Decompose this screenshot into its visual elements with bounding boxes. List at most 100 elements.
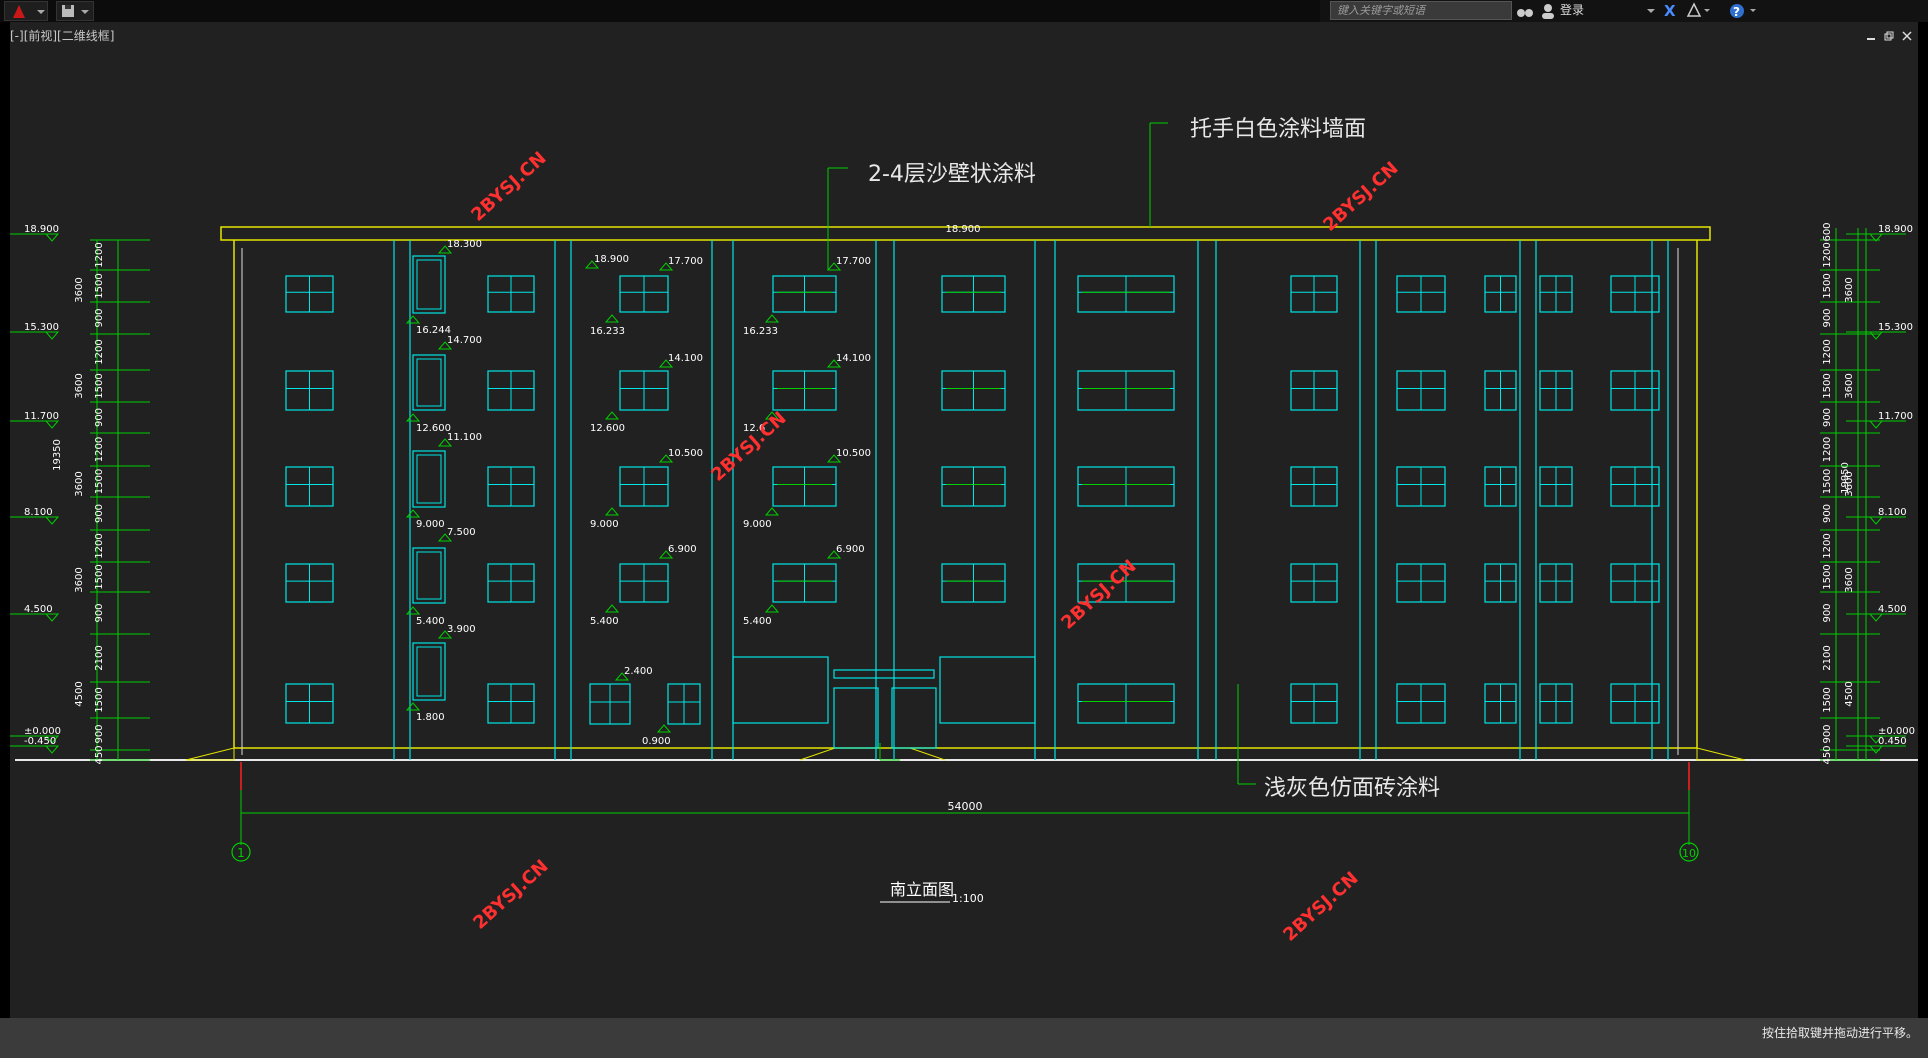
command-line[interactable] [0,1018,1928,1058]
help-icon[interactable]: ? [1728,1,1762,20]
window [941,275,1006,313]
elevation-triangle [1868,233,1884,242]
window [285,370,334,411]
elevation-triangle [826,454,842,463]
window-elevation-text: 11.100 [447,432,482,443]
window [1077,370,1175,411]
restore-icon[interactable] [1884,30,1894,44]
elevation-triangle [437,438,453,447]
window-elevation-text: 5.400 [416,616,445,627]
axis-bubble-right [1679,842,1699,862]
dim-text: 1200 [94,242,105,267]
left-border [0,22,10,1018]
dim-text: 900 [1822,504,1833,523]
building-outline [15,226,1918,761]
window [1396,370,1446,411]
window [1077,275,1175,313]
drawing-canvas[interactable]: 托手白色涂料墙面 2-4层沙壁状涂料 浅灰色仿面砖涂料 18.900 54000… [10,22,1918,1018]
window [487,683,535,724]
dim-text: 1500 [1822,469,1833,494]
windows [285,275,1660,725]
quick-access-toolbar[interactable] [56,1,94,21]
window [487,275,535,313]
elevation-triangle [826,262,842,271]
elevation-triangle [604,507,620,516]
watermark-text: 2BYSJ.CN [1057,556,1140,634]
binoculars-icon[interactable] [1516,1,1534,20]
elevation-text: 8.100 [1878,507,1907,518]
window [619,466,669,507]
window-elevation-text: 0.900 [642,736,671,747]
window [1077,683,1175,724]
elevation-text: 8.100 [24,507,53,518]
window [667,683,701,725]
dim-text: 3600 [74,567,85,592]
dim-text: 900 [94,408,105,427]
minimize-icon[interactable] [1866,30,1876,44]
a360-icon[interactable] [1686,1,1712,20]
user-icon[interactable] [1540,1,1556,20]
window [487,370,535,411]
elevation-triangle [437,341,453,350]
dim-text: 1500 [94,564,105,589]
elevation-triangle [764,507,780,516]
elevation-text: 11.700 [1878,411,1913,422]
elevation-text: 4.500 [24,604,53,615]
close-icon[interactable] [1902,30,1912,44]
window [589,683,631,725]
chevron-down-icon[interactable] [1646,1,1656,20]
dim-text: 900 [1822,408,1833,427]
elevation-triangle [604,604,620,613]
dim-text: 1500 [94,273,105,298]
window [285,563,334,603]
exchange-icon[interactable]: X [1662,1,1680,20]
login-button[interactable]: 登录 [1560,3,1585,17]
drawing-title: 南立面图 [890,880,954,899]
stair-window-frame [412,354,446,411]
watermark-text: 2BYSJ.CN [467,148,550,226]
dim-text: 2100 [1822,645,1833,670]
window [1539,466,1573,507]
window [619,275,669,313]
drawing-texts: 托手白色涂料墙面 2-4层沙壁状涂料 浅灰色仿面砖涂料 18.900 54000… [52,117,1851,905]
dim-text: 900 [94,724,105,743]
window [1290,563,1338,603]
dim-text: 3600 [1844,567,1855,592]
dim-text: 3600 [1844,373,1855,398]
stair-window-frame [412,255,446,314]
elevation-triangle [405,702,421,711]
window [1484,563,1517,603]
window-elevation-text: 6.900 [668,544,697,555]
window-elevation-text: 18.900 [594,254,629,265]
elevation-triangle [656,724,672,733]
window [1610,466,1660,507]
window [1484,370,1517,411]
viewport-controls[interactable]: [-][前视][二维线框] [10,29,115,43]
right-border [1918,22,1928,1018]
save-icon[interactable] [57,2,93,20]
top-toolbar: 键入关键字或短语 登录 X ? [0,0,1928,22]
window-elevation-text: 12.6 [743,423,765,434]
roof-elevation: 18.900 [946,224,981,235]
window-elevation-text: 16.233 [590,326,625,337]
window-elevation-text: 7.500 [447,527,476,538]
elevation-text: 15.300 [24,322,59,333]
window-elevation-text: 16.244 [416,325,451,336]
window-elevation-text: 14.700 [447,335,482,346]
window-elevation-text: 6.900 [836,544,865,555]
window [285,683,334,724]
window-elevation-text: 17.700 [668,256,703,267]
elevation-triangle [764,411,780,420]
window [941,466,1006,507]
application-menu-button[interactable] [4,1,48,21]
dimension-lines [96,122,1867,862]
window-elevation-text: 9.000 [416,519,445,530]
window [1610,370,1660,411]
search-input[interactable]: 键入关键字或短语 [1330,1,1512,20]
axis-label-right: 10 [1682,847,1696,860]
elevation-drawing[interactable]: 托手白色涂料墙面 2-4层沙壁状涂料 浅灰色仿面砖涂料 18.900 54000… [10,22,1918,1018]
dim-text: 1200 [1822,339,1833,364]
elevation-text: 0.450 [1878,736,1907,747]
dim-text: 3600 [74,471,85,496]
